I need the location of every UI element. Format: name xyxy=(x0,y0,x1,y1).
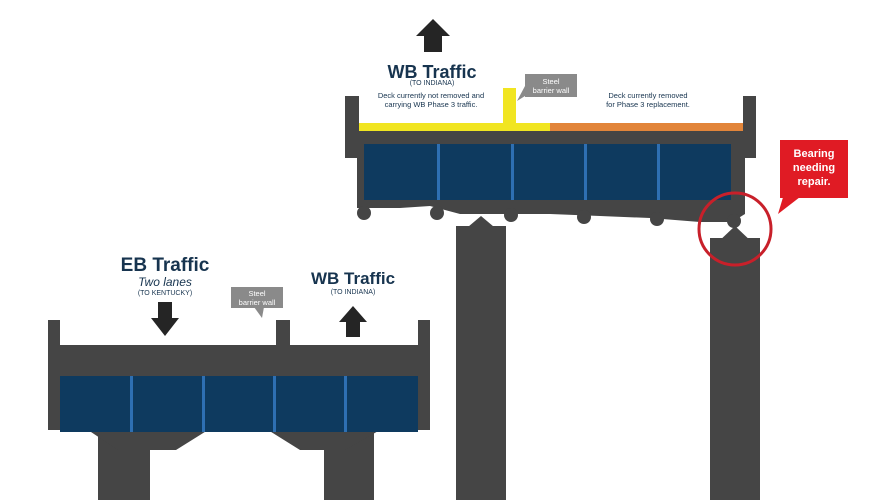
wb-pier-left xyxy=(456,226,506,500)
wb-bearing-damaged xyxy=(727,214,741,228)
wb-girder-divider xyxy=(511,144,514,200)
wb-bearing xyxy=(430,206,444,220)
eb-barrier-wall xyxy=(276,320,290,350)
arrow-up-icon xyxy=(339,306,367,337)
wb-deck-kept-note-line2: carrying WB Phase 3 traffic. xyxy=(385,100,478,109)
wb-pier-right xyxy=(710,238,760,500)
eb-barrier-label: Steel barrier wall xyxy=(231,287,283,318)
eb-barrier-label-box xyxy=(231,287,283,308)
wb-bridge xyxy=(345,88,760,500)
bearing-callout-line1: Bearing xyxy=(794,148,835,160)
wb-deck-removed-strip xyxy=(550,123,743,131)
wb-deck-removed-note-line1: Deck currently removed xyxy=(608,91,687,100)
eb-wb-traffic-heading: WB Traffic xyxy=(311,269,395,288)
wb-bearing xyxy=(357,206,371,220)
bearing-callout-line2: needing xyxy=(793,162,835,174)
wb-deck-removed-note-line2: for Phase 3 replacement. xyxy=(606,100,690,109)
wb-barrier-wall xyxy=(503,88,516,130)
eb-parapet-right xyxy=(418,320,430,350)
eb-deck xyxy=(48,348,430,366)
wb-deck-kept-note-line1: Deck currently not removed and xyxy=(378,91,484,100)
bearing-highlight-ring xyxy=(697,191,773,267)
bearing-callout-line3: repair. xyxy=(797,176,830,188)
eb-girder-row xyxy=(60,376,418,432)
wb-pier-left-cap xyxy=(462,216,500,232)
eb-bridge xyxy=(48,320,430,500)
eb-destination-label: (TO KENTUCKY) xyxy=(138,290,192,297)
eb-barrier-label-line2: barrier wall xyxy=(239,298,276,307)
wb-destination-label: (TO INDIANA) xyxy=(410,80,455,87)
wb-pier-right-cap xyxy=(716,226,754,244)
eb-girder-divider xyxy=(130,376,133,432)
bearing-callout-pointer xyxy=(778,194,800,214)
eb-girder-divider xyxy=(202,376,205,432)
wb-barrier-label-pointer xyxy=(517,86,525,101)
eb-girder-divider xyxy=(273,376,276,432)
wb-girder-divider xyxy=(584,144,587,200)
wb-girder-divider xyxy=(437,144,440,200)
eb-parapet-left xyxy=(48,320,60,350)
bearing-callout: Bearing needing repair. xyxy=(778,140,848,214)
eb-wb-destination-label: (TO INDIANA) xyxy=(331,289,376,296)
wb-barrier-label-line2: barrier wall xyxy=(533,86,570,95)
arrow-down-icon xyxy=(151,302,179,336)
wb-barrier-label: Steel barrier wall xyxy=(517,74,577,101)
wb-bearing xyxy=(577,210,591,224)
bearing-callout-box xyxy=(780,140,848,198)
wb-traffic-heading: WB Traffic xyxy=(387,62,476,82)
eb-girder-divider xyxy=(344,376,347,432)
arrow-up-icon xyxy=(416,19,450,52)
wb-barrier-label-box xyxy=(525,74,577,97)
eb-barrier-label-pointer xyxy=(254,307,264,318)
eb-barrier-label-line1: Steel xyxy=(248,289,265,298)
wb-bearing xyxy=(504,208,518,222)
wb-bearing xyxy=(650,212,664,226)
eb-traffic-heading: EB Traffic xyxy=(121,255,210,276)
wb-deck-kept-strip xyxy=(359,123,550,131)
eb-lanes-subheading: Two lanes xyxy=(138,275,192,289)
wb-girder-row xyxy=(364,144,731,200)
wb-girder-divider xyxy=(657,144,660,200)
wb-barrier-label-line1: Steel xyxy=(542,77,559,86)
